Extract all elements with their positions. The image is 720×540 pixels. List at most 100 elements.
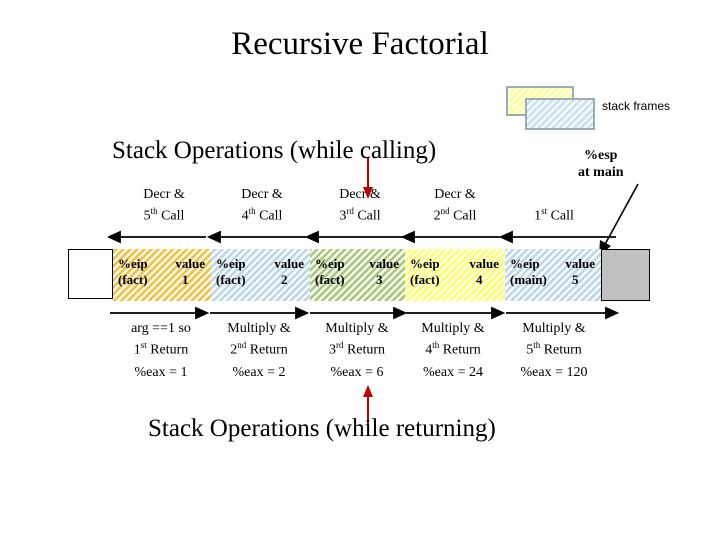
return-label-tail: Return xyxy=(343,342,386,358)
call-label-4th: Decr & 4th Call xyxy=(216,186,308,225)
gray-stack-box xyxy=(601,249,650,301)
frame-value: value 4 xyxy=(469,256,499,288)
return-label-line1: arg ==1 so xyxy=(131,321,191,336)
frame-eip-label: %eip (fact) xyxy=(118,256,148,288)
frame-eip-reg: %eip xyxy=(315,256,345,271)
red-arrow-down-icon xyxy=(361,158,375,200)
call-label-line1: Decr & xyxy=(339,187,381,202)
return-label-eax: %eax = 6 xyxy=(330,364,384,380)
frame-value: value 2 xyxy=(274,256,304,288)
call-label-suffix: nd xyxy=(440,206,450,216)
return-label-eax: %eax = 2 xyxy=(232,364,286,380)
call-label-3rd: Decr & 3rd Call xyxy=(314,186,406,225)
stack-frame-5[interactable]: %eip (main) value 5 xyxy=(505,249,601,301)
frame-value-number: 4 xyxy=(475,272,483,287)
frame-value: value 5 xyxy=(565,256,595,288)
frame-value-number: 2 xyxy=(280,272,288,287)
frame-value-label: value xyxy=(175,256,205,271)
slide-title: Recursive Factorial xyxy=(231,26,489,62)
return-label-suffix: th xyxy=(432,340,440,350)
frame-value: value 3 xyxy=(369,256,399,288)
frame-eip-label: %eip (main) xyxy=(510,256,547,288)
frame-eip-label: %eip (fact) xyxy=(216,256,246,288)
stack-frame-1[interactable]: %eip (fact) value 1 xyxy=(113,249,211,301)
call-label-suffix: st xyxy=(541,206,548,216)
call-label-2nd: Decr & 2nd Call xyxy=(409,186,501,225)
section-title-returning: Stack Operations (while returning) xyxy=(148,415,496,442)
call-label-tail: Call xyxy=(449,208,477,224)
call-label-ordinal: 3 xyxy=(339,208,347,224)
esp-at-main-label: %esp at main xyxy=(578,147,624,181)
return-label-4th: Multiply & 4th Return %eax = 24 xyxy=(405,320,501,381)
call-label-line1: Decr & xyxy=(143,187,185,202)
return-label-line1: Multiply & xyxy=(522,321,586,336)
return-label-ordinal: 4 xyxy=(425,342,433,358)
return-label-tail: Return xyxy=(540,342,582,358)
frame-value-number: 5 xyxy=(571,272,579,287)
call-label-tail: Call xyxy=(157,208,185,224)
legend-label-stack-frames: stack frames xyxy=(602,99,671,113)
call-label-1st: 1st Call xyxy=(508,203,600,225)
return-label-tail: Return xyxy=(246,342,288,358)
empty-stack-box xyxy=(68,249,113,299)
return-label-line1: Multiply & xyxy=(421,321,485,336)
return-label-eax: %eax = 24 xyxy=(423,364,483,380)
section-title-calling: Stack Operations (while calling) xyxy=(112,137,437,164)
call-label-suffix: th xyxy=(150,206,158,216)
stack-frame-4[interactable]: %eip (fact) value 4 xyxy=(405,249,505,301)
return-label-ordinal: 3 xyxy=(328,342,336,358)
return-label-line1: Multiply & xyxy=(325,321,389,336)
return-label-line1: Multiply & xyxy=(227,321,291,336)
return-label-2nd: Multiply & 2nd Return %eax = 2 xyxy=(211,320,307,381)
return-label-tail: Return xyxy=(439,342,481,358)
call-label-tail: Call xyxy=(255,208,283,224)
frame-eip-fn: (fact) xyxy=(315,272,345,287)
frame-eip-fn: (fact) xyxy=(118,272,148,287)
frame-value-label: value xyxy=(274,256,304,271)
return-label-1st: arg ==1 so 1st Return %eax = 1 xyxy=(113,320,209,381)
call-label-line1: Decr & xyxy=(434,187,476,202)
call-label-ordinal: 4 xyxy=(241,208,249,224)
return-label-suffix: th xyxy=(533,340,541,350)
frame-eip-fn: (fact) xyxy=(216,272,246,287)
returning-arrow-row xyxy=(108,306,620,320)
return-label-suffix: st xyxy=(140,340,147,350)
call-label-ordinal: 1 xyxy=(534,208,542,224)
stack-frame-strip: %eip (fact) value 1 %eip (fact) value 2 xyxy=(68,249,650,301)
return-label-tail: Return xyxy=(146,342,189,358)
stack-frame-3[interactable]: %eip (fact) value 3 xyxy=(310,249,405,301)
red-arrow-up-icon xyxy=(361,385,375,425)
return-label-suffix: rd xyxy=(335,340,344,350)
return-label-ordinal: 2 xyxy=(230,342,238,358)
frame-value-label: value xyxy=(565,256,595,271)
frame-value-number: 1 xyxy=(181,272,189,287)
frame-eip-reg: %eip xyxy=(118,256,148,271)
frame-eip-reg: %eip xyxy=(216,256,246,271)
call-label-line1: Decr & xyxy=(241,187,283,202)
return-label-eax: %eax = 120 xyxy=(520,364,588,380)
frame-value-number: 3 xyxy=(375,272,383,287)
return-label-ordinal: 1 xyxy=(133,342,141,358)
call-label-ordinal: 2 xyxy=(433,208,441,224)
frame-eip-label: %eip (fact) xyxy=(410,256,440,288)
return-label-ordinal: 5 xyxy=(526,342,534,358)
frame-value-label: value xyxy=(369,256,399,271)
frame-eip-reg: %eip xyxy=(510,256,540,271)
call-label-ordinal: 5 xyxy=(143,208,151,224)
frame-eip-fn: (main) xyxy=(510,272,547,287)
frame-eip-reg: %eip xyxy=(410,256,440,271)
call-label-tail: Call xyxy=(353,208,381,224)
return-label-3rd: Multiply & 3rd Return %eax = 6 xyxy=(309,320,405,381)
call-label-suffix: rd xyxy=(346,206,354,216)
frame-eip-fn: (fact) xyxy=(410,272,440,287)
return-label-suffix: nd xyxy=(237,340,247,350)
call-label-suffix: th xyxy=(248,206,256,216)
frame-value-label: value xyxy=(469,256,499,271)
esp-label-line1: %esp xyxy=(584,148,618,163)
frame-value: value 1 xyxy=(175,256,205,288)
stack-frame-2[interactable]: %eip (fact) value 2 xyxy=(211,249,310,301)
esp-label-line2: at main xyxy=(578,165,624,180)
return-label-eax: %eax = 1 xyxy=(134,364,188,380)
call-label-5th: Decr & 5th Call xyxy=(118,186,210,225)
